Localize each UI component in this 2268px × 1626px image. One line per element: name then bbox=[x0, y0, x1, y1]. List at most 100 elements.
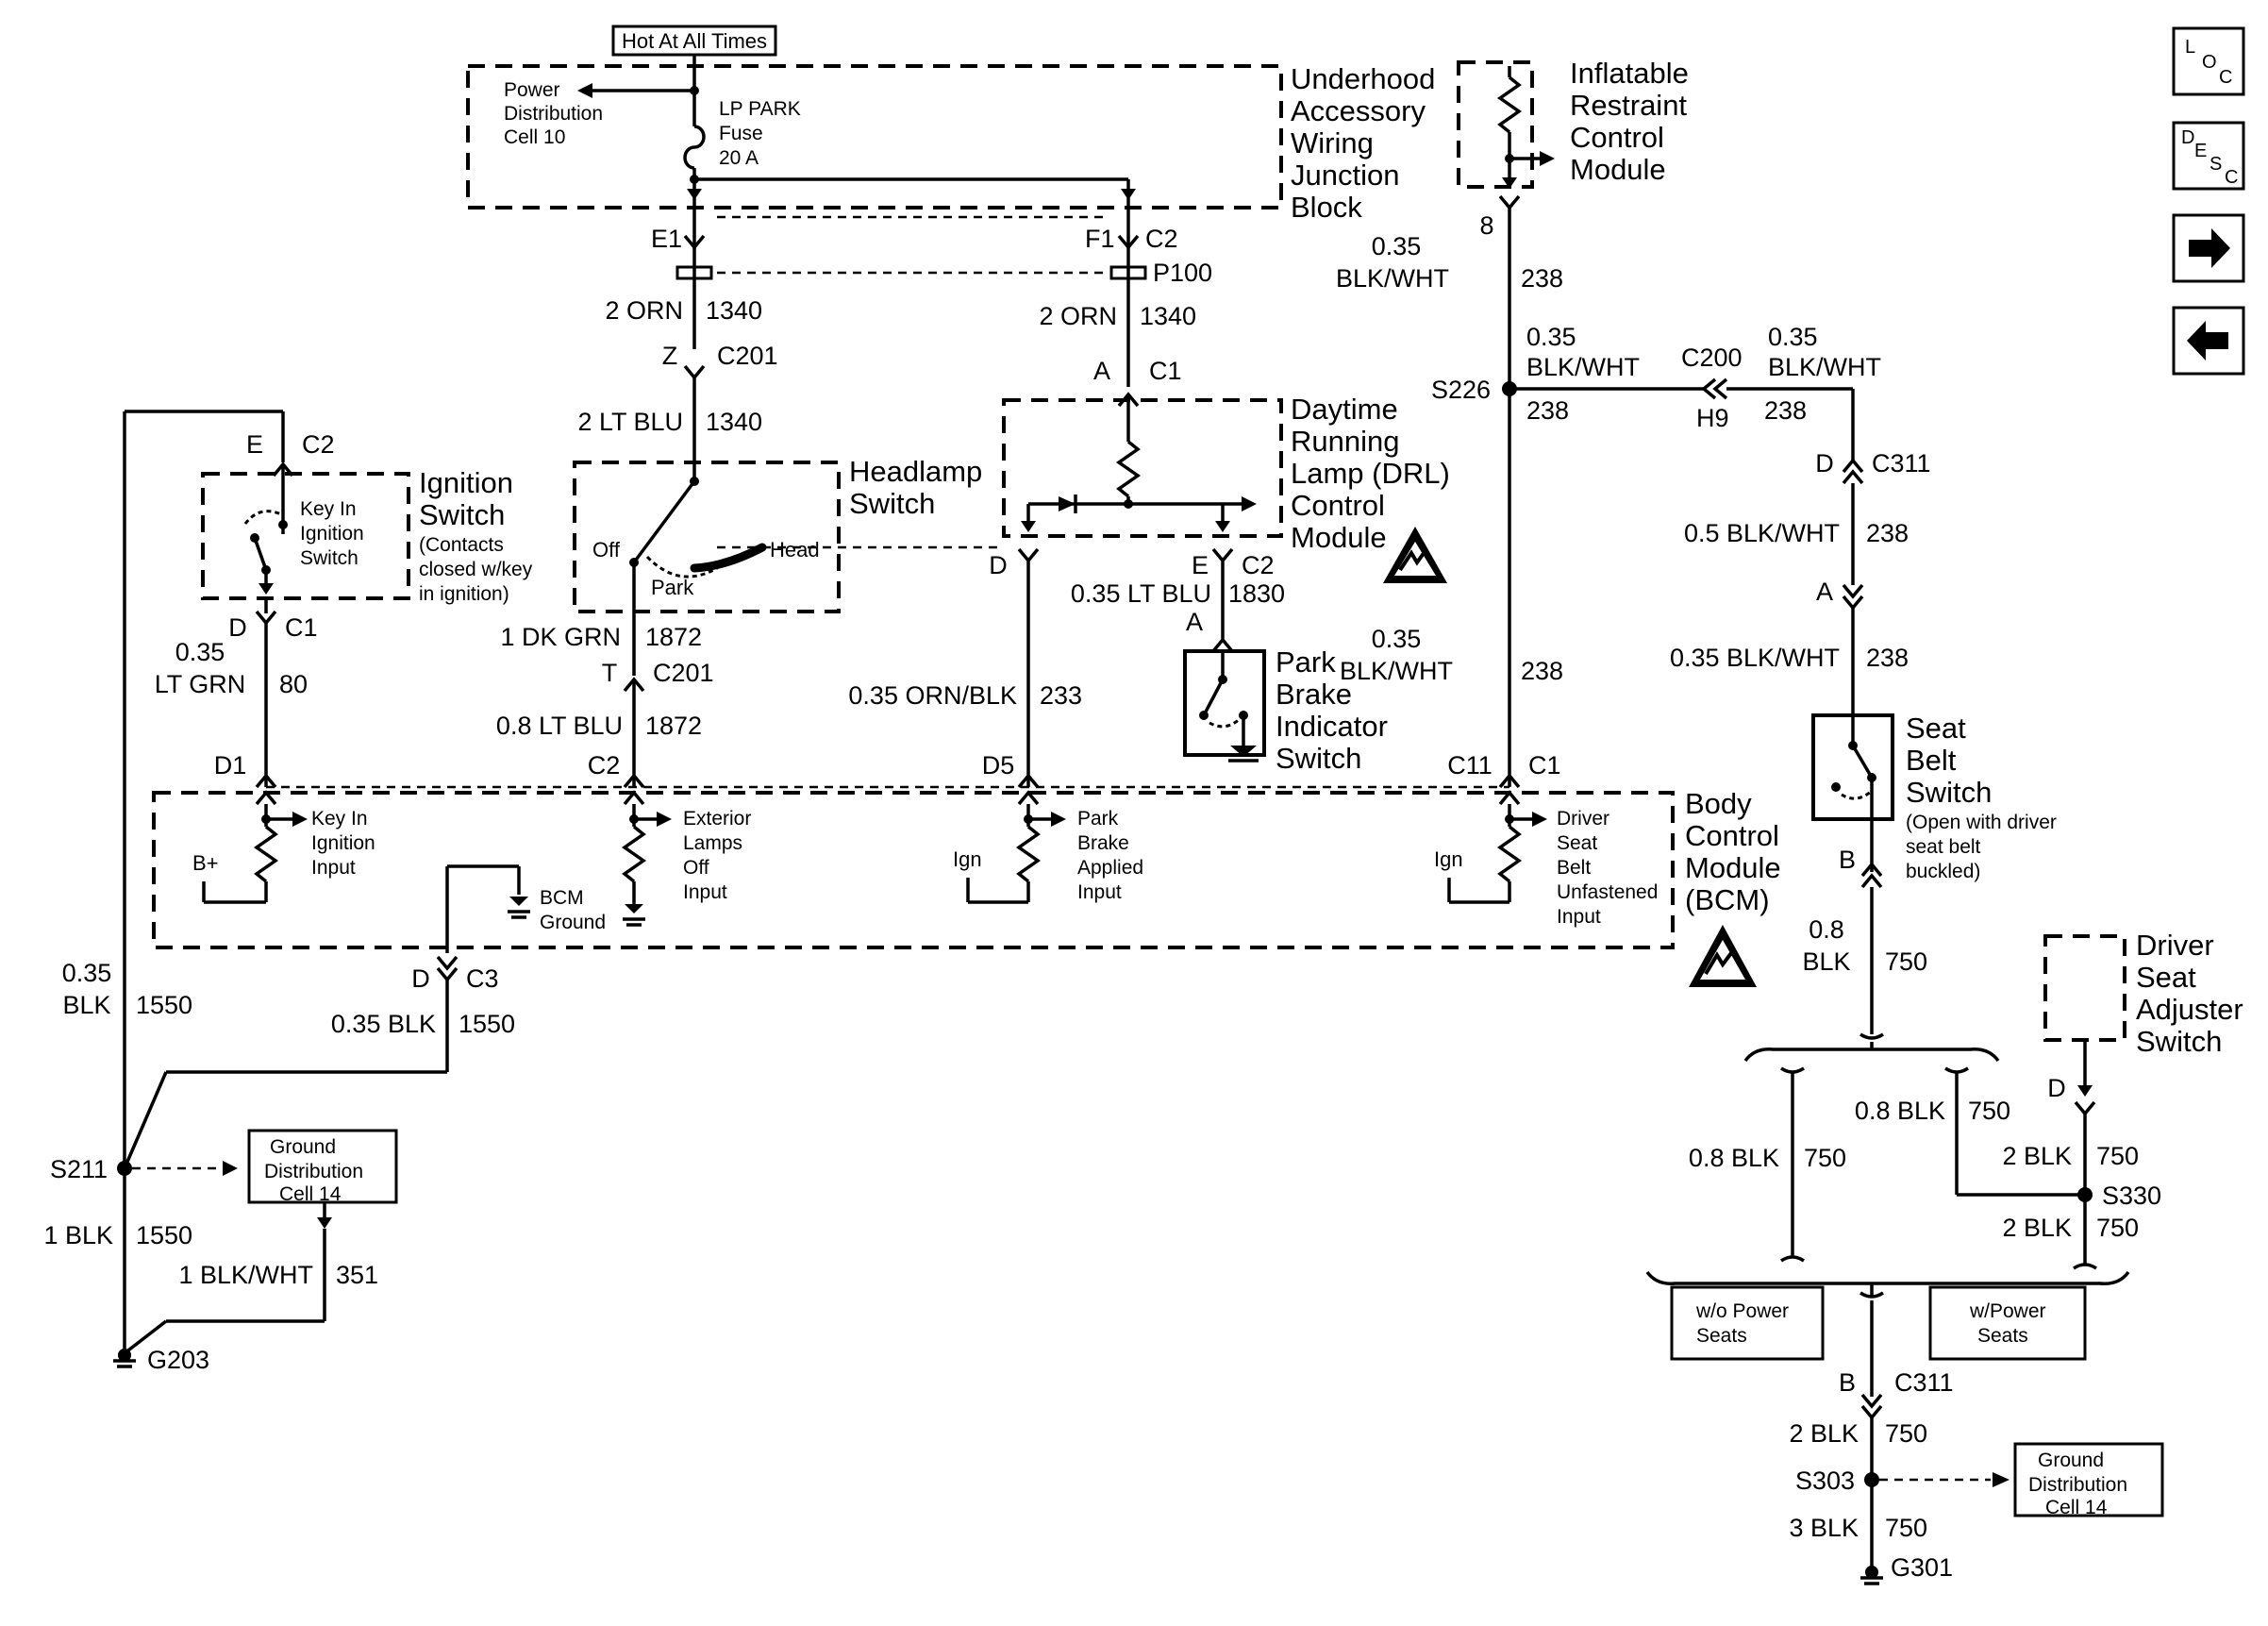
headlamp-pos-park: Park bbox=[651, 576, 694, 599]
svg-text:Inflatable: Inflatable bbox=[1570, 57, 1689, 90]
prev-arrow-button[interactable] bbox=[2172, 306, 2245, 376]
svg-text:2 BLK: 2 BLK bbox=[2002, 1142, 2072, 1170]
svg-text:0.35: 0.35 bbox=[62, 959, 112, 987]
svg-text:3 BLK: 3 BLK bbox=[1789, 1514, 1859, 1542]
svg-text:0.35: 0.35 bbox=[1526, 323, 1576, 351]
svg-text:238: 238 bbox=[1866, 644, 1909, 672]
svg-text:Cell 14: Cell 14 bbox=[279, 1183, 342, 1205]
splice-s330 bbox=[2077, 1187, 2093, 1202]
esd-icon-drl bbox=[1383, 527, 1447, 583]
headlamp-label-1: Headlamp bbox=[849, 455, 982, 488]
svg-text:(Contacts: (Contacts bbox=[419, 534, 504, 556]
next-arrow-button[interactable] bbox=[2172, 213, 2245, 283]
svg-text:Distribution: Distribution bbox=[2028, 1474, 2127, 1496]
conn-f1: F1 bbox=[1085, 225, 1115, 253]
svg-text:Module: Module bbox=[1685, 851, 1781, 884]
svg-text:351: 351 bbox=[336, 1261, 378, 1289]
svg-text:80: 80 bbox=[279, 670, 308, 698]
bcm-input-seat-belt: Ign Driver Seat Belt Unfastened Input bbox=[1434, 790, 1658, 928]
svg-text:Park: Park bbox=[1077, 808, 1119, 830]
svg-text:Belt: Belt bbox=[1557, 857, 1591, 879]
svg-text:Ignition: Ignition bbox=[300, 523, 364, 545]
svg-text:Seat: Seat bbox=[1906, 712, 1966, 745]
underhood-junction-block-box bbox=[466, 64, 1283, 210]
seat-belt-switch-label: Seat Belt Switch (Open with driver seat … bbox=[1906, 712, 2057, 882]
svg-text:Seats: Seats bbox=[1977, 1325, 2028, 1347]
svg-text:C1: C1 bbox=[1528, 751, 1561, 779]
svg-text:0.35 BLK/WHT: 0.35 BLK/WHT bbox=[1670, 644, 1840, 672]
svg-text:Control: Control bbox=[1685, 819, 1779, 852]
svg-text:1550: 1550 bbox=[459, 1010, 515, 1038]
svg-text:BLK/WHT: BLK/WHT bbox=[1526, 353, 1640, 381]
power-dist-line3: Cell 10 bbox=[504, 126, 565, 148]
headlamp-switch-box bbox=[573, 461, 841, 613]
ground-g301: G301 bbox=[1891, 1553, 1953, 1582]
desc-button[interactable]: D E S C bbox=[2172, 121, 2245, 191]
fuse-line2: Fuse bbox=[719, 123, 763, 144]
svg-text:750: 750 bbox=[1885, 947, 1927, 976]
svg-text:238: 238 bbox=[1521, 264, 1563, 293]
svg-text:Ground: Ground bbox=[540, 912, 606, 933]
svg-text:Key In: Key In bbox=[311, 808, 368, 830]
svg-text:Module: Module bbox=[1291, 521, 1387, 554]
esd-icon-bcm bbox=[1689, 925, 1757, 987]
svg-text:750: 750 bbox=[2096, 1214, 2139, 1242]
svg-text:(Open with driver: (Open with driver bbox=[1906, 812, 2057, 833]
svg-text:Ignition: Ignition bbox=[311, 832, 375, 854]
w-power-seats-box bbox=[1928, 1285, 2087, 1361]
svg-text:Input: Input bbox=[1077, 881, 1122, 903]
svg-text:1 BLK/WHT: 1 BLK/WHT bbox=[178, 1261, 313, 1289]
drl-label: Daytime Running Lamp (DRL) Control Modul… bbox=[1291, 393, 1450, 554]
svg-text:S211: S211 bbox=[50, 1155, 108, 1183]
svg-text:238: 238 bbox=[1526, 396, 1569, 425]
svg-text:closed w/key: closed w/key bbox=[419, 559, 533, 580]
svg-text:S: S bbox=[2210, 154, 2222, 175]
underhood-label: Underhood Accessory Wiring Junction Bloc… bbox=[1291, 62, 1435, 224]
svg-text:C2: C2 bbox=[1242, 551, 1275, 579]
loc-button[interactable]: L O C bbox=[2172, 26, 2245, 96]
svg-text:0.35 LT BLU: 0.35 LT BLU bbox=[1071, 579, 1211, 608]
svg-text:D: D bbox=[989, 551, 1008, 579]
svg-text:D: D bbox=[1815, 449, 1834, 478]
svg-text:0.35: 0.35 bbox=[175, 638, 225, 666]
conn-c201-b: C201 bbox=[653, 659, 714, 687]
svg-text:Lamps: Lamps bbox=[683, 832, 742, 854]
svg-text:Applied: Applied bbox=[1077, 857, 1143, 879]
svg-text:Exterior: Exterior bbox=[683, 808, 751, 830]
svg-text:0.35: 0.35 bbox=[1372, 232, 1422, 260]
headlamp-pos-head: Head bbox=[770, 538, 820, 562]
svg-text:Park: Park bbox=[1276, 645, 1336, 679]
svg-text:Key In: Key In bbox=[300, 498, 357, 520]
svg-text:Off: Off bbox=[683, 857, 709, 879]
svg-text:Driver: Driver bbox=[2136, 929, 2214, 962]
conn-z: Z bbox=[662, 342, 678, 370]
svg-text:C: C bbox=[2219, 67, 2232, 88]
svg-text:0.35 ORN/BLK: 0.35 ORN/BLK bbox=[848, 681, 1017, 710]
svg-text:Ground: Ground bbox=[2038, 1450, 2104, 1471]
svg-text:Wiring: Wiring bbox=[1291, 126, 1374, 159]
irc-label: Inflatable Restraint Control Module bbox=[1570, 57, 1689, 186]
svg-text:1550: 1550 bbox=[136, 1221, 192, 1249]
svg-text:D: D bbox=[2181, 127, 2194, 148]
driver-seat-adjuster-label: Driver Seat Adjuster Switch bbox=[2136, 929, 2243, 1058]
svg-text:w/Power: w/Power bbox=[1969, 1300, 2046, 1322]
power-dist-line2: Distribution bbox=[504, 103, 603, 125]
svg-text:1 DK GRN: 1 DK GRN bbox=[500, 623, 621, 651]
svg-text:Cell 14: Cell 14 bbox=[2045, 1497, 2108, 1518]
svg-text:1550: 1550 bbox=[136, 991, 192, 1019]
svg-text:(BCM): (BCM) bbox=[1685, 883, 1770, 916]
svg-text:750: 750 bbox=[1885, 1419, 1927, 1448]
arrow-right-icon bbox=[2189, 228, 2230, 268]
headlamp-pos-off: Off bbox=[592, 538, 621, 562]
svg-text:Control: Control bbox=[1291, 489, 1385, 522]
conn-p100: P100 bbox=[1153, 259, 1212, 287]
conn-e1: E1 bbox=[651, 225, 682, 253]
svg-text:Switch: Switch bbox=[1276, 742, 1361, 775]
svg-text:B: B bbox=[1839, 1368, 1856, 1397]
svg-text:0.35 BLK: 0.35 BLK bbox=[331, 1010, 436, 1038]
svg-text:Indicator: Indicator bbox=[1276, 710, 1388, 743]
splice-s303 bbox=[1864, 1472, 1879, 1487]
svg-text:L: L bbox=[2185, 37, 2195, 58]
conn-t: T bbox=[602, 659, 618, 687]
svg-text:B: B bbox=[1839, 846, 1856, 874]
